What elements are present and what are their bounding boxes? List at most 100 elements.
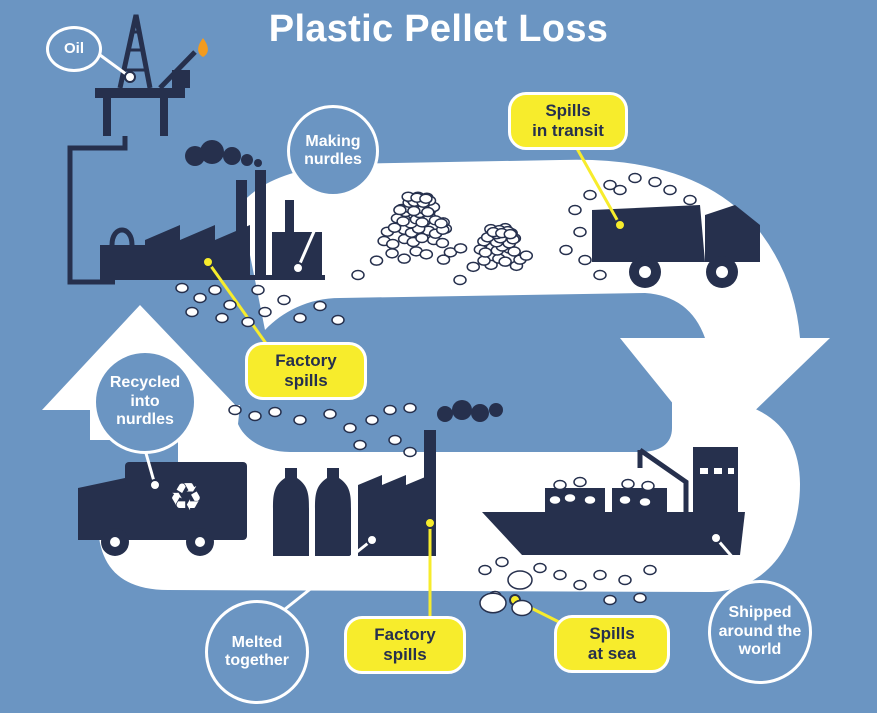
nurdle-icon	[385, 248, 399, 259]
crane-icon	[637, 447, 689, 512]
nurdle-icon	[415, 217, 429, 228]
nurdle-icon	[223, 299, 237, 311]
nurdle-icon	[343, 422, 357, 434]
nurdle-icon	[258, 306, 272, 318]
nurdle-icon	[268, 406, 282, 418]
nurdle-icon	[628, 172, 642, 184]
callout-dots	[202, 219, 626, 606]
nurdle-icon	[323, 408, 337, 420]
spills-at-sea-callout: Spills at sea	[554, 615, 670, 673]
nurdle-icon	[277, 294, 291, 306]
nurdle-icon	[548, 494, 562, 506]
nurdle-icon	[618, 574, 632, 586]
smoke-icon-top	[185, 140, 262, 167]
nurdle-icon	[603, 594, 617, 606]
nurdle-icon	[397, 253, 411, 264]
nurdle-icon	[479, 592, 507, 614]
nurdle-icon	[643, 564, 657, 576]
nurdle-icon	[683, 194, 697, 206]
nurdle-icon	[435, 237, 450, 249]
factory-spills-top-callout: Factory spills	[245, 342, 367, 400]
nurdle-icon	[383, 404, 397, 416]
nurdle-icon	[434, 218, 448, 229]
nurdle-icon	[228, 404, 242, 416]
factory-spills-bottom-callout: Factory spills	[344, 616, 466, 674]
nurdle-icon	[583, 189, 597, 201]
oil-rig-icon	[95, 14, 197, 136]
nurdle-icon	[436, 254, 451, 265]
nurdle-icon	[478, 247, 493, 258]
nurdle-icon	[559, 244, 573, 256]
nurdle-icon	[185, 306, 199, 318]
nurdle-icon	[618, 494, 632, 506]
nurdle-icon	[419, 193, 433, 204]
nurdle-icon	[386, 238, 400, 250]
nurdle-icon	[638, 496, 652, 508]
nurdle-icon	[393, 204, 407, 216]
nurdle-icon	[396, 216, 410, 227]
page-title: Plastic Pellet Loss	[268, 8, 609, 50]
plastic-bottle-icon	[273, 468, 351, 556]
nurdle-icon	[293, 312, 307, 324]
nurdle-icon	[613, 184, 627, 196]
nurdle-icon	[419, 249, 434, 260]
nurdle-icon	[511, 599, 533, 617]
nurdle-icon	[466, 261, 481, 273]
leader-dots	[124, 71, 722, 546]
nurdle-icon	[415, 232, 429, 244]
nurdle-icon	[175, 282, 189, 294]
nurdle-icon	[388, 434, 402, 446]
factory-icon-top	[100, 170, 325, 280]
nurdle-icon	[403, 446, 417, 458]
nurdle-icon	[421, 206, 435, 218]
making-nurdles-callout: Making nurdles	[287, 105, 379, 197]
nurdle-icon	[578, 254, 592, 266]
nurdle-icon	[215, 312, 229, 324]
nurdle-icon	[573, 476, 587, 488]
nurdle-icon	[573, 226, 587, 238]
oil-label: Oil	[46, 26, 102, 72]
recycled-into-nurdles-callout: Recycled into nurdles	[93, 350, 197, 454]
nurdle-icon	[593, 569, 607, 581]
nurdle-icon	[573, 579, 587, 591]
pellet-pile-icon-2	[453, 222, 534, 286]
nurdle-icon	[365, 414, 379, 426]
nurdle-icon-group	[175, 172, 697, 617]
nurdle-icon	[403, 402, 417, 414]
nurdle-icon	[553, 479, 567, 491]
nurdle-icon	[507, 246, 521, 257]
spills-in-transit-callout: Spills in transit	[508, 92, 628, 150]
nurdle-icon	[593, 269, 607, 281]
nurdle-icon	[498, 256, 512, 267]
nurdle-icon	[251, 284, 265, 296]
nurdle-icon	[369, 255, 384, 266]
nurdle-icon	[208, 284, 222, 296]
nurdle-icon	[568, 204, 582, 216]
nurdle-icon	[507, 570, 533, 590]
nurdle-icon	[351, 269, 365, 281]
nurdle-icon	[533, 562, 547, 574]
pipeline	[67, 136, 128, 285]
nurdle-icon	[387, 222, 402, 233]
shipped-around-the-world-callout: Shipped around the world	[708, 580, 812, 684]
nurdle-icon	[503, 228, 518, 240]
nurdle-icon	[633, 592, 647, 604]
nurdle-icon	[293, 414, 307, 426]
nurdle-icon	[453, 274, 467, 286]
nurdle-icon	[478, 564, 492, 576]
nurdle-icon	[519, 250, 534, 261]
nurdle-icon	[495, 556, 509, 568]
nurdle-icon	[331, 314, 345, 326]
nurdle-icon	[563, 492, 577, 504]
nurdle-icon	[621, 478, 635, 490]
nurdle-icon	[353, 439, 367, 451]
nurdle-icon	[241, 316, 255, 328]
nurdle-icon	[641, 480, 655, 492]
smoke-icon-bottom	[437, 400, 503, 422]
nurdle-icon	[648, 176, 662, 188]
recycle-symbol-icon: ♻	[169, 475, 203, 519]
nurdle-icon	[583, 494, 597, 506]
nurdle-icon	[663, 184, 677, 196]
